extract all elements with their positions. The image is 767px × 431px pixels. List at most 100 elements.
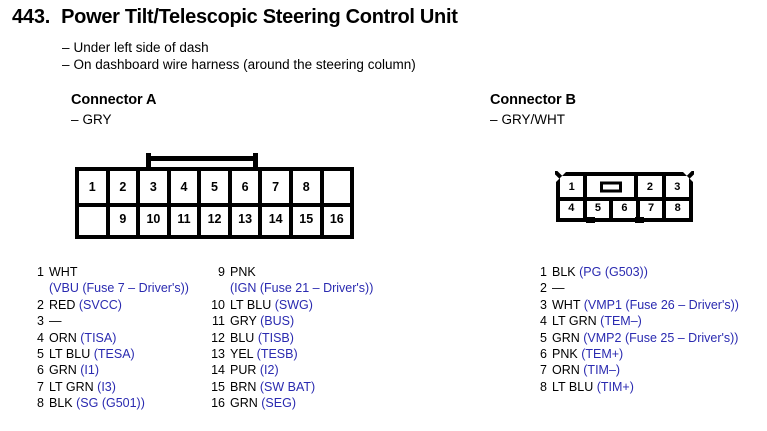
signal-name: (SVCC)	[78, 297, 122, 312]
pin-row: 14 PUR (I2)	[210, 362, 400, 378]
pin-number: 5	[540, 330, 547, 345]
signal-name: (IGN (Fuse 21 – Driver's))	[230, 281, 374, 296]
pin-cell: 7	[262, 171, 293, 203]
connector-a-heading: Connector A –GRY	[71, 92, 156, 127]
wire-color: GRN	[230, 396, 258, 411]
location-note-text: Under left side of dash	[73, 40, 209, 55]
signal-name: (TESB)	[256, 347, 298, 362]
pin-value: BLU (TISB)	[230, 330, 400, 346]
pin-cell: 1	[79, 171, 110, 203]
connector-a-wire-color: –GRY	[71, 112, 156, 127]
signal-name: (SW BAT)	[259, 379, 316, 394]
wire-color: LT GRN	[49, 379, 94, 394]
connector-b-name: Connector B	[490, 92, 576, 108]
pin-number: 10	[211, 297, 225, 312]
latch-bar	[146, 156, 258, 161]
pin-number: 3	[540, 297, 547, 312]
connector-b-notch	[635, 217, 644, 223]
pin-number: 1	[540, 265, 547, 279]
connector-b-wire-color-text: GRY/WHT	[501, 112, 566, 127]
connector-b-wire-color: –GRY/WHT	[490, 112, 576, 127]
wire-color: LT BLU	[49, 347, 91, 362]
pin-number: 9	[218, 265, 225, 279]
connector-b-bottom-row: 4 5 6 7 8	[560, 197, 689, 218]
wire-color: LT GRN	[552, 314, 597, 329]
pin-cell: 4	[171, 171, 202, 203]
pin-number: 6	[37, 363, 44, 378]
section-number: 443.	[12, 6, 51, 28]
pin-number: 14	[211, 363, 225, 378]
pin-number: 7	[540, 363, 547, 378]
pin-number: 3	[37, 314, 44, 329]
bullet-dash-icon: –	[62, 57, 70, 72]
pin-value: BLK (SG (G501))	[49, 395, 209, 411]
pin-value: YEL (TESB)	[230, 346, 400, 362]
pin-row: 3 WHT (VMP1 (Fuse 26 – Driver's))	[532, 297, 767, 313]
connector-b-body: 1 2 3 4 5 6 7 8	[556, 172, 693, 222]
page-title: 443. Power Tilt/Telescopic Steering Cont…	[12, 6, 458, 29]
pin-cell: 8	[293, 171, 324, 203]
pin-number: 13	[211, 347, 225, 362]
pin-number: 8	[540, 379, 547, 394]
wire-color: —	[552, 281, 565, 296]
signal-name: (SEG)	[261, 396, 296, 411]
wire-color: GRN	[49, 363, 77, 378]
pin-value: ORN (TISA)	[49, 330, 209, 346]
signal-name: (TEM+)	[581, 347, 624, 362]
wire-color: BLU	[230, 330, 255, 345]
signal-name: (I1)	[80, 363, 100, 378]
location-note: –Under left side of dash	[62, 39, 416, 56]
signal-name: (TISB)	[257, 330, 294, 345]
pin-cell: 1	[560, 176, 588, 197]
connector-a-row-divider	[79, 203, 350, 207]
pin-cell: 15	[293, 203, 324, 235]
latch-icon	[599, 181, 622, 192]
location-note: –On dashboard wire harness (around the s…	[62, 56, 416, 73]
wire-color: YEL	[230, 347, 254, 362]
pin-number: 6	[540, 347, 547, 362]
pin-value: GRN (SEG)	[230, 395, 400, 411]
pin-number: 2	[37, 297, 44, 312]
wire-color: PNK	[552, 347, 578, 362]
pin-value: WHT (VMP1 (Fuse 26 – Driver's))	[552, 297, 767, 313]
connector-b-row-divider	[560, 197, 689, 201]
connector-a-body: 1 2 3 4 5 6 7 8 9 10 11 12 13 14 15 16	[75, 167, 354, 239]
signal-name: (I2)	[259, 363, 279, 378]
wire-color: PNK	[230, 265, 256, 279]
signal-name: (VBU (Fuse 7 – Driver's))	[49, 281, 189, 296]
pin-cell: 13	[232, 203, 263, 235]
signal-name: (PG (G503))	[579, 265, 648, 279]
latch-post-right	[253, 153, 258, 169]
pin-cell: 3	[140, 171, 171, 203]
pin-value: LT BLU (TESA)	[49, 346, 209, 362]
dash-icon: –	[71, 112, 79, 127]
connector-a-latch-icon	[146, 153, 258, 169]
bullet-dash-icon: –	[62, 40, 70, 55]
connector-b-notch	[586, 217, 595, 223]
pin-number: 2	[540, 281, 547, 296]
wire-color: WHT	[49, 265, 78, 279]
connector-a-wire-color-text: GRY	[82, 112, 112, 127]
wire-color: GRN	[552, 330, 580, 345]
pin-value: GRN (VMP2 (Fuse 25 – Driver's))	[552, 330, 767, 346]
pin-row: 6 PNK (TEM+)	[532, 346, 767, 362]
wire-color: ORN	[49, 330, 77, 345]
wire-color: PUR	[230, 363, 257, 378]
pin-row: 12 BLU (TISB)	[210, 330, 400, 346]
connector-b-top-row: 1 2 3	[560, 176, 689, 197]
wire-color: LT BLU	[230, 297, 272, 312]
pin-cell: 5	[587, 197, 614, 218]
pin-number: 12	[211, 330, 225, 345]
wire-color: ORN	[552, 363, 580, 378]
